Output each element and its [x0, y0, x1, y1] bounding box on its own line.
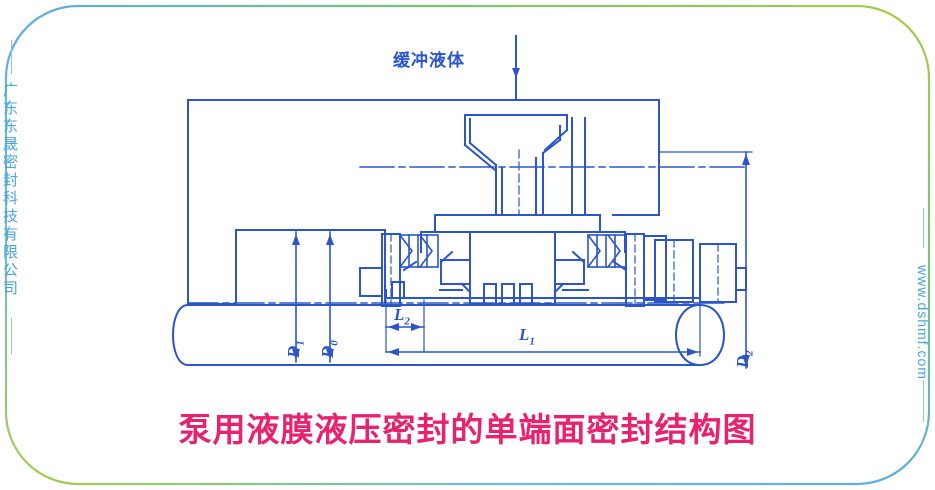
dimension-label-L2-letter: L	[394, 305, 405, 324]
drive-collar	[654, 239, 694, 303]
set-screw-block	[699, 243, 747, 303]
seal-face-detail	[439, 282, 589, 305]
watermark-right-rule-top	[923, 208, 924, 248]
dimension-D2	[659, 151, 753, 369]
dimension-label-L1-sub: 1	[529, 335, 535, 348]
outer-housing	[187, 99, 660, 305]
dimension-label-D1: D1	[284, 340, 306, 358]
dimension-label-D0: D0	[318, 340, 340, 358]
shaft-sleeve	[385, 281, 701, 299]
dimension-label-D2: D2	[733, 350, 755, 368]
dimension-label-D1-letter: D	[284, 345, 303, 358]
stationary-ring-left	[359, 233, 401, 307]
packing-left	[398, 233, 439, 269]
dimension-label-D0-letter: D	[318, 345, 337, 358]
buffer-fluid-arrow	[512, 35, 520, 101]
stationary-ring-right	[625, 233, 667, 307]
technical-drawing: 缓冲液体 D1 D0 D2 L1 L2	[172, 35, 755, 369]
dimension-label-D0-sub: 0	[328, 340, 341, 346]
dimension-label-L1-letter: L	[519, 325, 530, 344]
label-buffer-fluid: 缓冲液体	[393, 51, 465, 71]
seal-cross-section-svg	[172, 35, 753, 369]
dimension-label-D2-sub: 2	[743, 350, 756, 356]
shaft	[172, 303, 726, 367]
dimension-label-L2-sub: 2	[404, 315, 410, 328]
housing-right-ribs	[571, 117, 660, 216]
dimension-label-D1-sub: 1	[294, 340, 307, 346]
watermark-left-rule-bottom	[11, 318, 12, 354]
watermark-left-rule-top	[11, 40, 12, 74]
housing-step	[187, 229, 386, 305]
diagram-title: 泵用液膜液压密封的单端面密封结构图	[178, 410, 757, 449]
dimension-L1	[385, 299, 701, 357]
watermark-right-rule-bottom	[923, 380, 924, 422]
watermark-website-url: www.dshmf.com	[915, 265, 931, 380]
dimension-label-L1: L1	[519, 325, 535, 347]
dimension-D0	[326, 231, 334, 363]
collar-transitions	[402, 250, 628, 272]
dimension-D1	[292, 231, 300, 363]
dimension-label-D2-letter: D	[733, 355, 752, 368]
seal-ring-centre	[440, 231, 585, 305]
gland-cover	[420, 214, 626, 253]
packing-right	[586, 233, 627, 269]
watermark-company-name: 广东东晟密封科技有限公司	[1, 82, 18, 298]
dimension-label-L2: L2	[394, 305, 410, 327]
dimension-L2	[385, 299, 425, 353]
inlet-funnel	[463, 114, 569, 216]
